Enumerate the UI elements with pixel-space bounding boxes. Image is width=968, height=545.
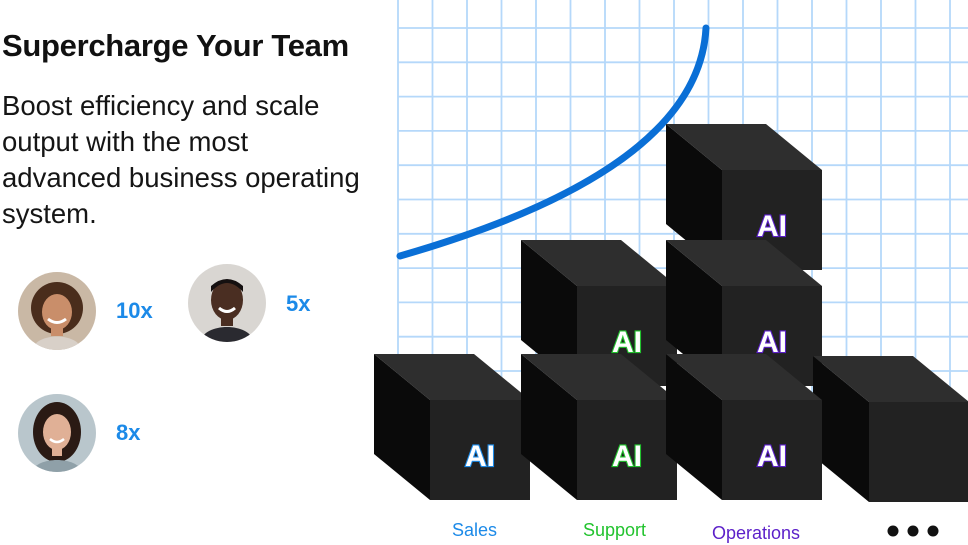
ai-block-label: AI	[757, 210, 787, 243]
block-side	[666, 240, 722, 386]
ai-block-label: AI	[757, 440, 787, 473]
ai-block: AI	[666, 354, 822, 500]
department-label-operations: Operations	[712, 523, 801, 543]
ai-block-label: AI	[612, 326, 642, 359]
block-front	[722, 400, 822, 500]
block-side	[521, 354, 577, 500]
block-front	[577, 400, 677, 500]
block-front	[869, 402, 968, 502]
ai-block	[813, 356, 968, 502]
avatar-woman-curly-hair	[18, 272, 96, 350]
block-top	[666, 354, 822, 400]
growth-curve	[396, 24, 710, 260]
ai-block-label: AI	[465, 440, 495, 473]
department-label-support: Support	[583, 520, 647, 540]
block-top	[666, 240, 822, 286]
ai-block: AI	[666, 240, 822, 386]
block-side	[374, 354, 430, 500]
block-front	[430, 400, 530, 500]
department-label-sales: Sales	[452, 520, 498, 540]
page-title: Supercharge Your Team	[2, 28, 349, 63]
ai-block-label: AI	[612, 440, 642, 473]
multiplier-label: 10x	[116, 298, 153, 323]
avatar-man-smiling	[188, 264, 266, 342]
block-side	[521, 240, 577, 386]
block-top	[521, 354, 677, 400]
ai-block: AI	[521, 354, 677, 500]
ellipsis-icon[interactable]	[886, 524, 940, 543]
block-side	[666, 354, 722, 500]
block-side	[813, 356, 869, 502]
block-top	[374, 354, 530, 400]
multiplier-label: 5x	[286, 291, 311, 316]
multiplier-label: 8x	[116, 420, 141, 445]
block-top	[813, 356, 968, 402]
page-subtitle: Boost efficiency and scale output with t…	[2, 90, 360, 229]
avatar-woman-dark-hair	[18, 394, 96, 472]
ai-block: AI	[374, 354, 530, 500]
block-top	[666, 124, 822, 170]
block-top	[521, 240, 677, 286]
block-side	[666, 124, 722, 270]
